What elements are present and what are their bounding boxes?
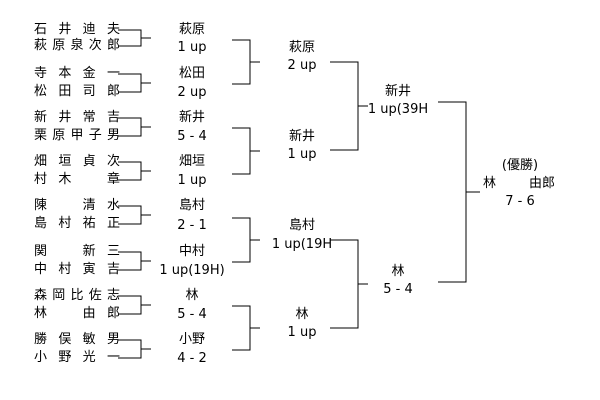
match-winner: 新井 — [178, 110, 205, 125]
match-score: 5 - 4 — [177, 129, 207, 144]
player-name: 島村祐正 — [34, 216, 120, 231]
player-name: 栗原甲子男 — [34, 128, 120, 143]
match-score: 2 up — [177, 85, 207, 100]
match-winner: 萩原 — [178, 22, 205, 37]
player-name: 萩原泉次郎 — [34, 38, 120, 53]
match-winner: 松田 — [178, 66, 205, 81]
round1-connector — [118, 117, 151, 137]
match-winner: 畑垣 — [178, 154, 205, 169]
match-score: 1 up — [287, 147, 317, 162]
round2-connector — [232, 39, 260, 85]
match-score: 1 up(39H — [367, 102, 429, 117]
player-name: 新井常吉 — [34, 110, 120, 125]
semifinal-connector — [330, 61, 368, 151]
match-score: 5 - 4 — [177, 307, 207, 322]
player-name: 林 由郎 — [34, 306, 120, 321]
round1-connector — [118, 73, 151, 93]
player-name: 松田司郎 — [34, 84, 120, 99]
champion-title: (優勝) — [501, 158, 539, 173]
player-name: 寺本金一 — [34, 66, 120, 81]
player-name: 畑垣貞次 — [34, 154, 120, 169]
player-name: 関 新三 — [34, 244, 120, 259]
final-score: 7 - 6 — [505, 194, 535, 209]
match-winner: 新井 — [384, 84, 411, 99]
champion-given-name: 由郎 — [529, 176, 556, 191]
match-winner: 林 — [185, 288, 199, 303]
match-score: 5 - 4 — [383, 282, 413, 297]
semifinal-connector — [330, 239, 368, 329]
round2-connector — [232, 305, 260, 351]
round2-connector — [232, 217, 260, 263]
match-winner: 中村 — [178, 244, 205, 259]
match-score: 2 up — [287, 58, 317, 73]
round1-connector — [118, 29, 151, 47]
player-name: 森岡比佐志 — [34, 288, 120, 303]
match-score: 2 - 1 — [177, 218, 207, 233]
match-winner: 島村 — [178, 198, 205, 213]
round1-connector — [118, 339, 151, 359]
match-winner: 小野 — [178, 332, 205, 347]
round1-connector — [118, 251, 151, 271]
match-score: 1 up — [177, 40, 207, 55]
match-winner: 林 — [295, 307, 309, 322]
match-score: 1 up — [287, 325, 317, 340]
player-name: 陳 清水 — [34, 198, 120, 213]
match-winner: 萩原 — [288, 40, 315, 55]
match-score: 4 - 2 — [177, 351, 207, 366]
player-name: 小野光一 — [34, 350, 120, 365]
player-name: 村木 章 — [34, 172, 120, 187]
final-connector — [438, 101, 480, 283]
champion-surname: 林 — [483, 176, 497, 191]
round1-connector — [118, 205, 151, 225]
match-score: 1 up(19H — [271, 237, 333, 252]
match-score: 1 up(19H) — [159, 263, 225, 278]
match-winner: 林 — [391, 264, 405, 279]
match-winner: 島村 — [288, 218, 315, 233]
round2-connector — [232, 127, 260, 175]
player-name: 石井迪夫 — [34, 22, 120, 37]
match-score: 1 up — [177, 173, 207, 188]
match-winner: 新井 — [288, 129, 315, 144]
round1-connector — [118, 295, 151, 315]
player-name: 中村寅吉 — [34, 262, 120, 277]
player-name: 勝俣敏男 — [34, 332, 120, 347]
round1-connector — [118, 161, 151, 181]
